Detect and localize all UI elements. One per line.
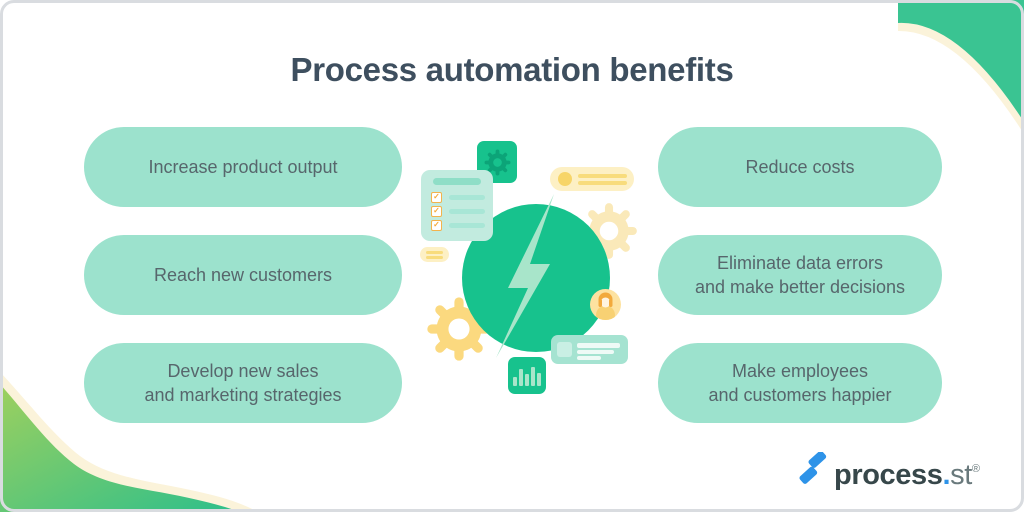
checklist-text-line bbox=[449, 194, 485, 200]
logo-wordmark: process.st® bbox=[834, 452, 980, 492]
benefit-label: Increase product output bbox=[148, 157, 338, 177]
gear-icon bbox=[484, 149, 510, 175]
page-title: Process automation benefits bbox=[290, 51, 734, 88]
benefit-pill-eliminate-errors: Eliminate data errors and make better de… bbox=[658, 235, 942, 315]
checkbox-checked-icon: ✓ bbox=[431, 219, 442, 231]
message-card-icon bbox=[551, 335, 628, 364]
benefit-pill-increase-output: Increase product output bbox=[84, 127, 402, 207]
benefit-pill-happier-people: Make employees and customers happier bbox=[658, 343, 942, 423]
benefit-pill-reach-customers: Reach new customers bbox=[84, 235, 402, 315]
checklist-text-line bbox=[449, 222, 485, 228]
checklist-row: ✓ bbox=[431, 191, 485, 203]
bar-chart-tile bbox=[508, 357, 546, 394]
gear-icon bbox=[427, 297, 491, 361]
checkbox-checked-icon: ✓ bbox=[431, 205, 442, 217]
benefit-pill-develop-strategies: Develop new sales and marketing strategi… bbox=[84, 343, 402, 423]
checklist-row: ✓ bbox=[431, 205, 485, 217]
benefit-label: Eliminate data errors and make better de… bbox=[694, 253, 906, 297]
registered-trademark-icon: ® bbox=[971, 463, 980, 475]
logo-suffix-text: st bbox=[950, 459, 972, 491]
process-st-bolt-icon bbox=[799, 452, 827, 484]
thumbnail-square bbox=[557, 342, 572, 357]
benefit-label: Reach new customers bbox=[153, 265, 333, 285]
corner-wave-bottom-left bbox=[0, 372, 258, 512]
dot-icon bbox=[558, 172, 572, 186]
benefit-pill-reduce-costs: Reduce costs bbox=[658, 127, 942, 207]
bar-chart-icon bbox=[508, 367, 546, 386]
lightning-bolt-icon bbox=[496, 194, 554, 358]
checkbox-checked-icon: ✓ bbox=[431, 191, 442, 203]
checklist-title-line bbox=[433, 178, 481, 185]
user-avatar-icon bbox=[590, 289, 621, 320]
checklist-row: ✓ bbox=[431, 219, 485, 231]
logo-dot: . bbox=[942, 459, 951, 491]
corner-wave-top-right bbox=[898, 0, 1024, 134]
checklist-text-line bbox=[449, 208, 485, 214]
tag-pill-icon bbox=[420, 247, 449, 262]
benefit-label: Make employees and customers happier bbox=[708, 361, 892, 405]
checklist-icon: ✓ ✓ ✓ bbox=[421, 170, 493, 241]
logo-brand-text: process bbox=[834, 459, 943, 491]
benefit-label: Develop new sales and marketing strategi… bbox=[144, 361, 342, 405]
search-result-pill-icon bbox=[550, 167, 634, 191]
gear-tile bbox=[477, 141, 517, 183]
benefit-label: Reduce costs bbox=[745, 157, 855, 177]
process-st-logo: process.st® bbox=[799, 452, 980, 492]
